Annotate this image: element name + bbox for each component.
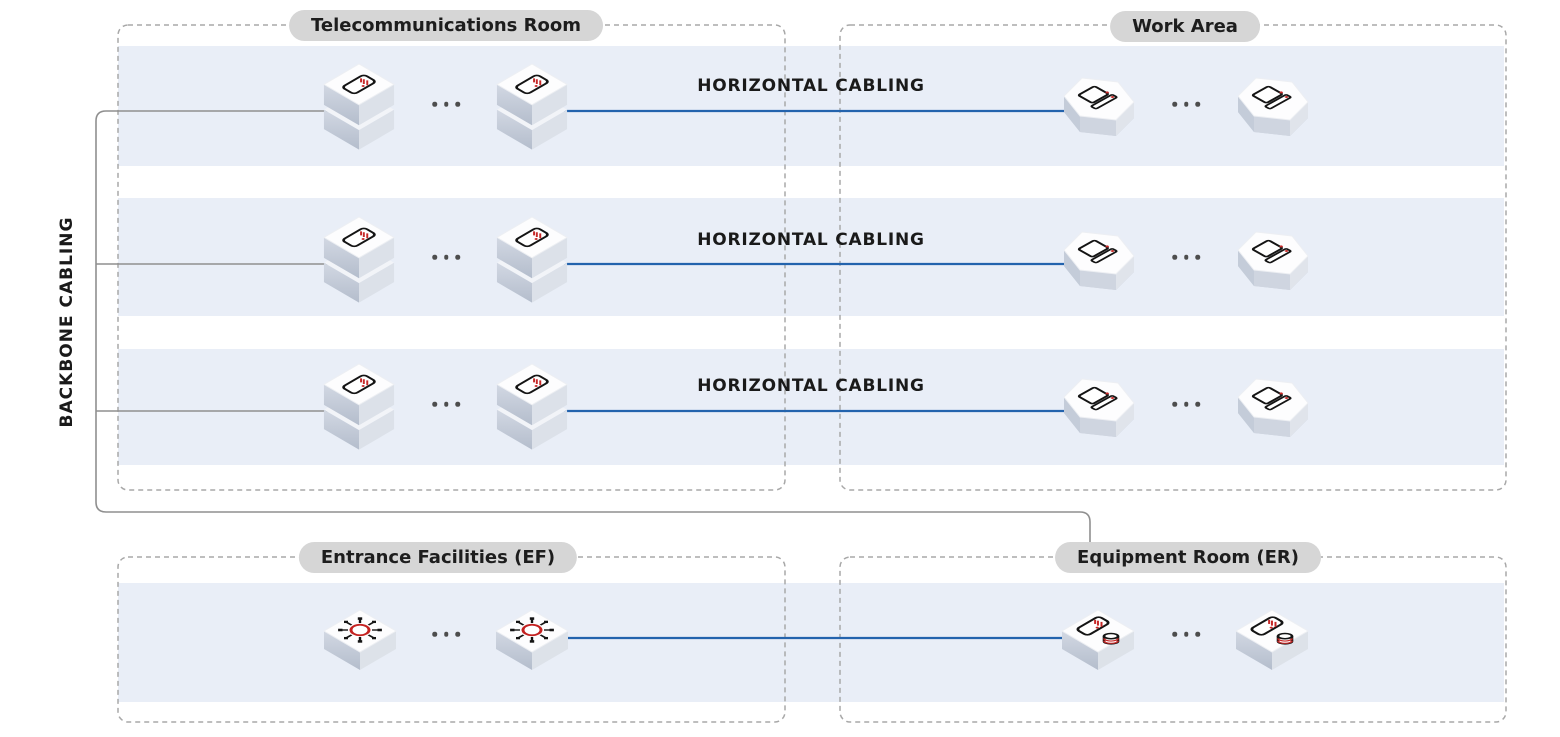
network-switch-stack-icon [322, 215, 396, 303]
work-area-label: Work Area [1110, 11, 1260, 42]
telecom-room-label: Telecommunications Room [289, 10, 603, 41]
equipment-room-label: Equipment Room (ER) [1055, 542, 1321, 573]
server-storage-icon [1060, 608, 1136, 672]
workstation-icon [1234, 74, 1310, 140]
horizontal-ellipsis-icon [1172, 254, 1200, 260]
network-hub-icon [494, 608, 570, 672]
server-storage-icon [1234, 608, 1310, 672]
network-switch-stack-icon [495, 215, 569, 303]
backbone-cabling-label: BACKBONE CABLING [57, 216, 77, 428]
horizontal-cabling-label-2: HORIZONTAL CABLING [697, 230, 925, 250]
horizontal-ellipsis-icon [1172, 631, 1200, 637]
horizontal-ellipsis-icon [432, 631, 460, 637]
workstation-icon [1234, 228, 1310, 294]
equipment-room-border [839, 556, 1507, 723]
backbone-cable-lines [95, 110, 1091, 544]
horizontal-ellipsis-icon [1172, 401, 1200, 407]
entrance-facilities-border [117, 556, 786, 723]
network-switch-stack-icon [322, 362, 396, 450]
horizontal-ellipsis-icon [432, 254, 460, 260]
entrance-facilities-label: Entrance Facilities (EF) [298, 542, 578, 573]
horizontal-cable-lines [564, 109, 1066, 640]
workstation-icon [1060, 74, 1136, 140]
network-switch-stack-icon [322, 62, 396, 150]
workstation-icon [1234, 375, 1310, 441]
network-hub-icon [322, 608, 398, 672]
workstation-icon [1060, 375, 1136, 441]
horizontal-cabling-label-1: HORIZONTAL CABLING [697, 76, 925, 96]
horizontal-ellipsis-icon [432, 101, 460, 107]
network-switch-stack-icon [495, 362, 569, 450]
horizontal-ellipsis-icon [1172, 101, 1200, 107]
network-switch-stack-icon [495, 62, 569, 150]
work-area-border [839, 24, 1507, 491]
horizontal-ellipsis-icon [432, 401, 460, 407]
workstation-icon [1060, 228, 1136, 294]
horizontal-cabling-label-3: HORIZONTAL CABLING [697, 376, 925, 396]
telecom-room-border [117, 24, 786, 491]
